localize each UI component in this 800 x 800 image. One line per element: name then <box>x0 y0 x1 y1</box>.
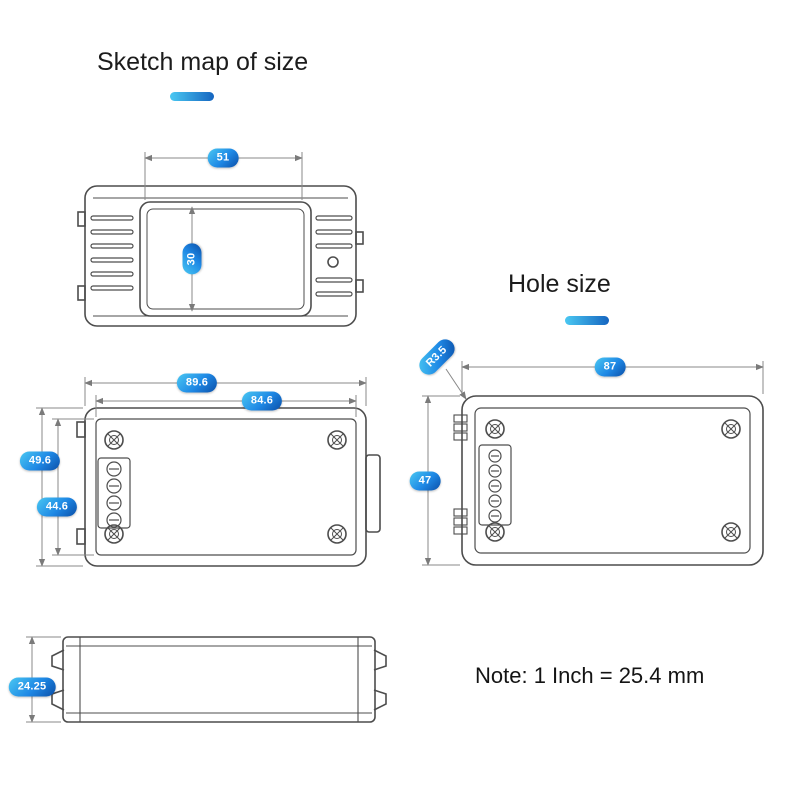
back-face-panel <box>95 418 357 556</box>
hole-screw-bottom-right <box>721 522 741 542</box>
side-view-drawing <box>51 636 387 723</box>
back-clip-left-bottom <box>76 528 86 545</box>
dim-back-inner-width: 84.6 <box>241 391 283 411</box>
hole-screw-bottom-left <box>485 522 505 542</box>
hole-view-drawing <box>453 395 764 566</box>
screw-bottom-right <box>327 524 347 544</box>
front-view-drawing <box>77 185 364 327</box>
hole-title-underline <box>565 316 609 325</box>
dim-back-inner-height: 44.6 <box>36 497 78 517</box>
page-title: Sketch map of size <box>97 48 309 76</box>
hole-screw-top-left <box>485 419 505 439</box>
dim-front-display-height: 30 <box>182 243 202 275</box>
side-clip-left-bottom <box>51 689 65 711</box>
front-view-dimension-lines <box>144 152 303 312</box>
terminal-block <box>97 457 131 529</box>
side-clip-right-top <box>373 649 387 671</box>
back-side-tab <box>365 454 381 533</box>
front-clip-right-top <box>355 231 364 245</box>
dim-side-thickness: 24.25 <box>8 677 56 697</box>
hole-size-title: Hole size <box>508 270 611 298</box>
dim-hole-height: 47 <box>409 471 441 491</box>
hole-clip-left-top <box>453 414 468 441</box>
screw-top-left <box>104 430 124 450</box>
hole-screw-top-right <box>721 419 741 439</box>
front-clip-right-bottom <box>355 279 364 293</box>
title-underline <box>170 92 214 101</box>
screw-bottom-left <box>104 524 124 544</box>
vent-slots-right <box>315 215 353 297</box>
back-body-outline <box>84 407 367 567</box>
front-button <box>327 256 339 268</box>
hole-clip-left-bottom <box>453 508 468 535</box>
back-view-drawing <box>76 407 381 567</box>
front-clip-left-top <box>77 211 86 227</box>
side-clip-left-top <box>51 649 65 671</box>
front-body-outline <box>84 185 357 327</box>
hole-terminal-block <box>478 444 512 526</box>
dim-hole-width: 87 <box>594 357 626 377</box>
hole-body-outline <box>461 395 764 566</box>
screw-top-right <box>327 430 347 450</box>
hole-face-panel <box>474 407 751 554</box>
front-clip-left-bottom <box>77 285 86 301</box>
vent-slots-left <box>90 215 134 291</box>
front-display-bezel <box>139 201 312 317</box>
side-body-outline <box>62 636 376 723</box>
note-text: Note: 1 Inch = 25.4 mm <box>475 663 705 688</box>
dim-back-outer-height: 49.6 <box>19 451 61 471</box>
dim-front-display-width: 51 <box>207 148 239 168</box>
side-clip-right-bottom <box>373 689 387 711</box>
hole-view-dimension-lines <box>422 361 764 566</box>
back-clip-left-top <box>76 421 86 438</box>
front-display-screen <box>146 208 305 310</box>
dim-back-outer-width: 89.6 <box>176 373 218 393</box>
back-view-dimension-lines <box>36 377 367 567</box>
